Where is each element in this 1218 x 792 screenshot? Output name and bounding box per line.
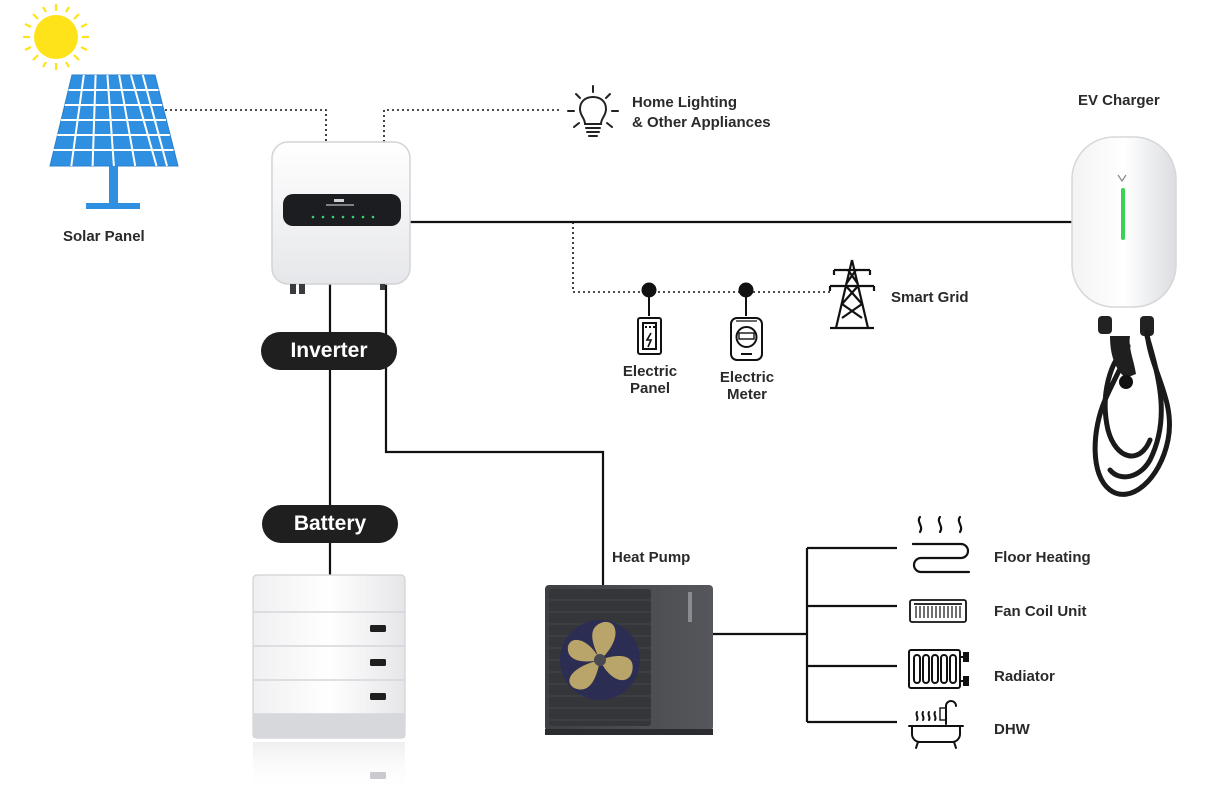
home-lighting-line1: Home Lighting — [632, 94, 737, 111]
electric-meter-line2: Meter — [726, 386, 767, 404]
inverter-lighting-link — [383, 109, 560, 142]
ev-charger-label: EV Charger — [1078, 92, 1160, 109]
grid-branch-link — [572, 222, 830, 293]
electric-panel-label: Electric Panel — [611, 363, 689, 398]
radiator-icon — [908, 649, 969, 689]
dhw-label: DHW — [994, 721, 1030, 738]
home-lighting-line2: & Other Appliances — [632, 114, 771, 132]
electric-meter-label: Electric Meter — [708, 369, 786, 404]
electric-meter-icon — [730, 317, 763, 361]
radiator-label: Radiator — [994, 668, 1055, 685]
battery-stack-icon — [252, 574, 406, 792]
home-lighting-label: Home Lighting & Other Appliances — [632, 94, 771, 132]
smart-grid-label: Smart Grid — [891, 289, 969, 306]
battery-pill: Battery — [262, 505, 398, 543]
electric-meter-line1: Electric — [719, 369, 775, 386]
fan-coil-icon — [909, 599, 967, 623]
solar-panel-label: Solar Panel — [63, 228, 145, 245]
bathtub-icon — [908, 700, 964, 749]
inverter-pill: Inverter — [261, 332, 397, 370]
transmission-tower-icon — [828, 259, 876, 330]
junction-dots — [641, 282, 754, 316]
inverter-icon — [271, 141, 411, 294]
heat-pump-icon — [545, 585, 713, 735]
fan-coil-unit-label: Fan Coil Unit — [994, 603, 1087, 620]
floor-heating-icon — [911, 515, 971, 574]
floor-heating-label: Floor Heating — [994, 549, 1091, 566]
ev-charger-icon — [1071, 136, 1177, 497]
lightbulb-icon — [567, 85, 619, 137]
electric-panel-line1: Electric — [622, 363, 678, 380]
sun-icon — [23, 4, 89, 70]
solar-panel-icon — [49, 74, 179, 209]
electric-panel-line2: Panel — [629, 380, 671, 398]
electric-panel-icon — [637, 317, 662, 355]
heat-pump-label: Heat Pump — [612, 549, 691, 566]
inverter-heatpump-link — [384, 284, 605, 585]
solar-inverter-link — [160, 109, 327, 142]
